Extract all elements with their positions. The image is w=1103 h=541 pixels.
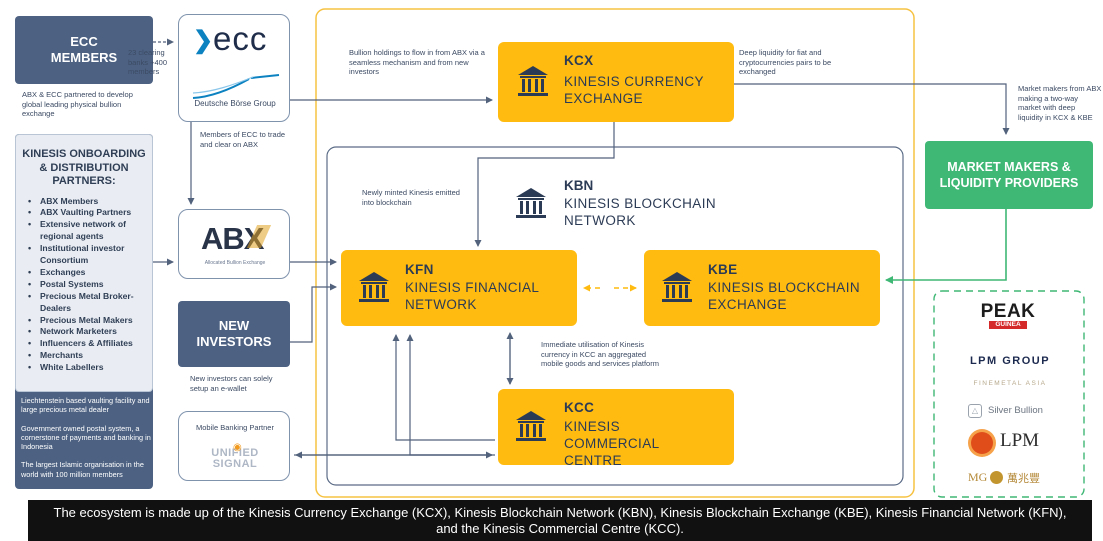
mobile-banking-card: Mobile Banking Partner UNIFIED SIGNAL ◉ xyxy=(178,411,290,481)
kinesis-ecosystem-frame xyxy=(315,8,915,498)
abx-subtitle: Allocated Bullion Exchange xyxy=(204,260,266,266)
partner-footnote: Government owned postal system, a corner… xyxy=(21,423,151,452)
partner-list-item: White Labellers xyxy=(25,362,152,374)
new-investors-title: NEW INVESTORS xyxy=(196,318,272,349)
caption-text: The ecosystem is made up of the Kinesis … xyxy=(53,504,1067,536)
kcx-box: KCX KINESIS CURRENCY EXCHANGE xyxy=(498,42,734,122)
partner-list-item: Precious Metal Broker-Dealers xyxy=(25,291,152,315)
silver-bullion-text: Silver Bullion xyxy=(988,405,1043,416)
newly-minted-note: Newly minted Kinesis emitted into blockc… xyxy=(362,188,460,207)
provider-logos-frame xyxy=(933,290,1085,498)
ecc-wordmark: ecc xyxy=(213,20,268,57)
silver-bullion-icon: △ xyxy=(968,404,982,418)
partner-list-item: Precious Metal Makers xyxy=(25,315,152,327)
caption-bar: The ecosystem is made up of the Kinesis … xyxy=(28,500,1092,541)
partner-list-item: Postal Systems xyxy=(25,279,152,291)
kbe-name: KINESIS BLOCKCHAIN EXCHANGE xyxy=(708,280,860,312)
kcc-box: KCC KINESIS COMMERCIAL CENTRE xyxy=(498,389,734,468)
ecc-subtitle: Deutsche Börse Group xyxy=(194,99,276,108)
kbe-box: KBE KINESIS BLOCKCHAIN EXCHANGE xyxy=(644,250,880,326)
kbn-frame xyxy=(326,146,904,486)
mg-emblem-icon xyxy=(990,471,1003,484)
signal-icon: ◉ xyxy=(233,442,242,453)
bullion-holdings-note: Bullion holdings to flow in from ABX via… xyxy=(349,48,485,76)
ecc-members-box: ECC MEMBERS xyxy=(15,16,153,84)
market-makers-note: Market makers from ABX making a two-way … xyxy=(1018,84,1102,122)
new-investors-note: New investors can solely setup an e-wall… xyxy=(190,374,273,393)
deep-liquidity-note: Deep liquidity for fiat and cryptocurren… xyxy=(739,48,832,76)
peak-logo: PEAK GUINEA xyxy=(975,302,1041,329)
ecc-swoosh-icon xyxy=(192,74,280,99)
ecc-logo-card: ❯ ecc Deutsche Börse Group xyxy=(178,14,290,122)
kcx-bank-icon xyxy=(518,66,548,96)
market-makers-box: MARKET MAKERS & LIQUIDITY PROVIDERS xyxy=(925,141,1093,209)
peak-subtitle: GUINEA xyxy=(989,321,1027,329)
lpm-sun-icon xyxy=(971,432,993,454)
kcc-name: KINESIS COMMERCIAL CENTRE xyxy=(564,419,660,468)
kfn-code: KFN xyxy=(405,262,434,277)
kcc-bank-icon xyxy=(516,411,546,441)
lpm-group-logo: LPM GROUP xyxy=(969,355,1051,367)
partners-title: KINESIS ONBOARDING & DISTRIBUTION PARTNE… xyxy=(22,148,146,187)
mg-logo: MG 萬兆豐 xyxy=(968,470,1064,488)
kbn-label: KBN KINESIS BLOCKCHAIN NETWORK xyxy=(512,176,732,230)
partner-list-item: Network Marketers xyxy=(25,326,152,338)
immediate-utilisation-note: Immediate utilisation of Kinesis currenc… xyxy=(541,340,659,368)
partner-list-item: Merchants xyxy=(25,350,152,362)
kfn-name: KINESIS FINANCIAL NETWORK xyxy=(405,280,539,312)
peak-wordmark: PEAK xyxy=(980,301,1036,322)
kbn-code: KBN xyxy=(564,178,594,193)
unified-signal-wordmark: UNIFIED SIGNAL xyxy=(211,447,259,470)
silver-bullion-logo: △ Silver Bullion xyxy=(968,404,1058,422)
mg-chinese-text: 萬兆豐 xyxy=(1007,473,1040,485)
partner-list-item: Influencers & Affiliates xyxy=(25,338,152,350)
kcc-code: KCC xyxy=(564,400,595,415)
market-makers-title: MARKET MAKERS & LIQUIDITY PROVIDERS xyxy=(939,160,1079,190)
kcx-name: KINESIS CURRENCY EXCHANGE xyxy=(564,74,704,106)
finemetal-logo: FINEMETAL ASIA xyxy=(973,380,1047,387)
partner-list-item: Institutional investor Consortium xyxy=(25,243,152,267)
partner-list-item: Exchanges xyxy=(25,267,152,279)
kbn-name: KINESIS BLOCKCHAIN NETWORK xyxy=(564,196,716,228)
abx-logo-card: ABX Allocated Bullion Exchange xyxy=(178,209,290,279)
kcx-code: KCX xyxy=(564,53,594,68)
mobile-banking-label: Mobile Banking Partner xyxy=(196,423,274,432)
partner-list-item: Extensive network of regional agents xyxy=(25,219,152,243)
partners-list-card: KINESIS ONBOARDING & DISTRIBUTION PARTNE… xyxy=(15,134,153,392)
kfn-box: KFN KINESIS FINANCIAL NETWORK xyxy=(341,250,577,326)
partner-footnote: The largest Islamic organisation in the … xyxy=(21,460,144,479)
lpm-text: LPM xyxy=(1000,430,1040,451)
new-investors-box: NEW INVESTORS xyxy=(178,301,290,367)
partner-list-item: ABX Vaulting Partners xyxy=(25,207,152,219)
ecc-chevron-icon: ❯ xyxy=(193,27,214,54)
lpm-logo: LPM xyxy=(970,430,1060,458)
partners-panel: KINESIS ONBOARDING & DISTRIBUTION PARTNE… xyxy=(15,134,153,489)
ecc-members-title: ECC MEMBERS xyxy=(50,34,118,65)
kbe-bank-icon xyxy=(662,272,692,302)
partner-footnote: Liechtenstein based vaulting facility an… xyxy=(21,396,150,415)
kfn-bank-icon xyxy=(359,272,389,302)
members-of-ecc-note: Members of ECC to trade and clear on ABX xyxy=(200,130,286,149)
kbn-bank-icon xyxy=(516,188,546,218)
partner-list-item: ABX Members xyxy=(25,196,152,208)
kbe-code: KBE xyxy=(708,262,738,277)
partners-list: ABX MembersABX Vaulting PartnersExtensiv… xyxy=(16,194,152,375)
partners-footnotes: Liechtenstein based vaulting facility an… xyxy=(21,396,151,488)
abx-ecc-note: ABX & ECC partnered to develop global le… xyxy=(22,90,133,118)
clearing-banks-note: 23 clearing banks +400 members xyxy=(128,48,167,76)
mg-text: MG xyxy=(968,470,988,484)
